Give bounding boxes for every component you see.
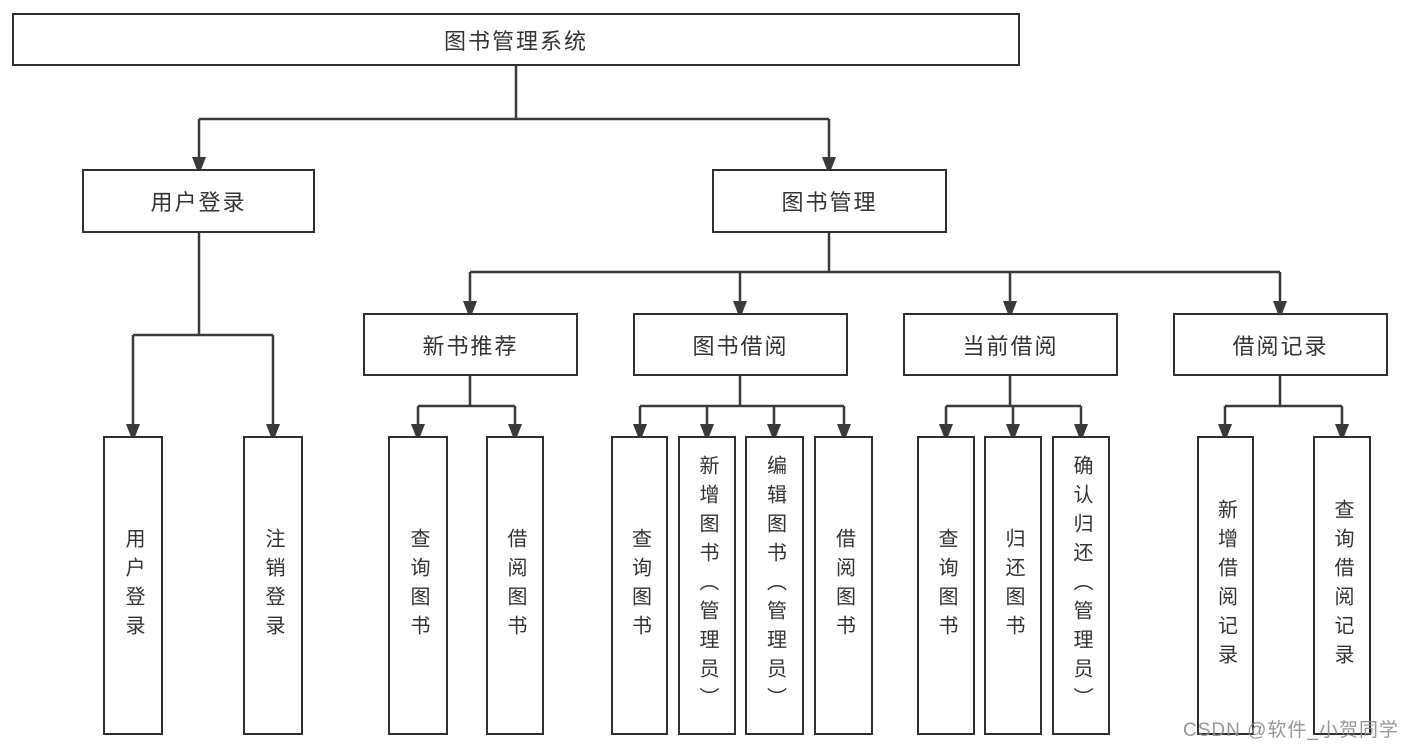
leaf-query-books-recommend: 查询图书: [388, 436, 448, 735]
leaf-borrow-books-label: 借阅图书: [832, 527, 855, 644]
node-new-book-recommend: 新书推荐: [363, 313, 578, 376]
node-current-borrowing-label: 当前借阅: [962, 333, 1059, 359]
leaf-query-books-current-label: 查询图书: [935, 527, 957, 644]
node-root-label: 图书管理系统: [443, 28, 588, 54]
leaf-borrow-books: 借阅图书: [814, 436, 873, 735]
leaf-user-login: 用户登录: [103, 436, 163, 735]
leaf-query-borrow-record: 查询借阅记录: [1313, 436, 1371, 735]
node-book-borrowing: 图书借阅: [633, 313, 848, 376]
leaf-add-borrow-record-label: 新增借阅记录: [1214, 498, 1237, 673]
leaf-confirm-return-admin: 确认归还（管理员）: [1052, 436, 1110, 735]
leaf-borrow-books-recommend: 借阅图书: [486, 436, 544, 735]
leaf-query-books-current: 查询图书: [917, 436, 975, 735]
leaf-query-borrow-record-label: 查询借阅记录: [1331, 498, 1353, 673]
leaf-return-books-label: 归还图书: [1002, 527, 1024, 644]
leaf-add-borrow-record: 新增借阅记录: [1197, 436, 1254, 735]
leaf-add-books-admin-label: 新增图书（管理员）: [696, 455, 718, 716]
leaf-return-books: 归还图书: [984, 436, 1042, 735]
node-book-borrowing-label: 图书借阅: [692, 333, 789, 359]
leaf-add-books-admin: 新增图书（管理员）: [678, 436, 736, 735]
leaf-edit-books-admin: 编辑图书（管理员）: [745, 436, 804, 735]
node-new-book-recommend-label: 新书推荐: [422, 333, 519, 359]
node-root-system: 图书管理系统: [12, 13, 1020, 66]
node-user-login-label: 用户登录: [150, 190, 247, 215]
node-borrowing-records-label: 借阅记录: [1232, 333, 1329, 359]
node-book-management-label: 图书管理: [781, 190, 878, 215]
node-current-borrowing: 当前借阅: [903, 313, 1118, 376]
node-borrowing-records: 借阅记录: [1173, 313, 1388, 376]
leaf-query-books-recommend-label: 查询图书: [407, 527, 429, 644]
node-user-login: 用户登录: [82, 169, 315, 233]
csdn-watermark: CSDN @软件_小贺同学: [1183, 720, 1399, 741]
leaf-query-books-borrowing-label: 查询图书: [628, 527, 651, 644]
node-book-management: 图书管理: [712, 169, 947, 233]
leaf-user-login-label: 用户登录: [122, 527, 144, 644]
leaf-borrow-books-recommend-label: 借阅图书: [504, 527, 526, 644]
leaf-logout: 注销登录: [243, 436, 303, 735]
leaf-confirm-return-admin-label: 确认归还（管理员）: [1070, 455, 1092, 716]
leaf-query-books-borrowing: 查询图书: [611, 436, 668, 735]
leaf-edit-books-admin-label: 编辑图书（管理员）: [763, 455, 786, 716]
leaf-logout-label: 注销登录: [262, 527, 284, 644]
